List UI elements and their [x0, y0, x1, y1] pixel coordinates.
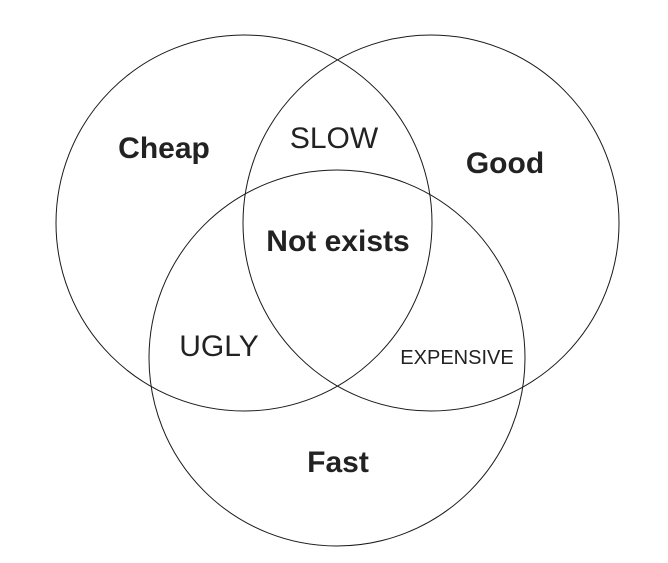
- circle-fast: [148, 169, 526, 547]
- circle-good: [242, 34, 620, 412]
- label-fast: Fast: [307, 446, 369, 479]
- label-expensive: EXPENSIVE: [400, 347, 513, 369]
- circle-cheap: [55, 34, 433, 412]
- label-slow: SLOW: [290, 122, 379, 155]
- label-good: Good: [466, 147, 544, 180]
- label-ugly: UGLY: [179, 330, 258, 363]
- label-cheap: Cheap: [118, 132, 210, 165]
- label-not-exists: Not exists: [266, 225, 409, 258]
